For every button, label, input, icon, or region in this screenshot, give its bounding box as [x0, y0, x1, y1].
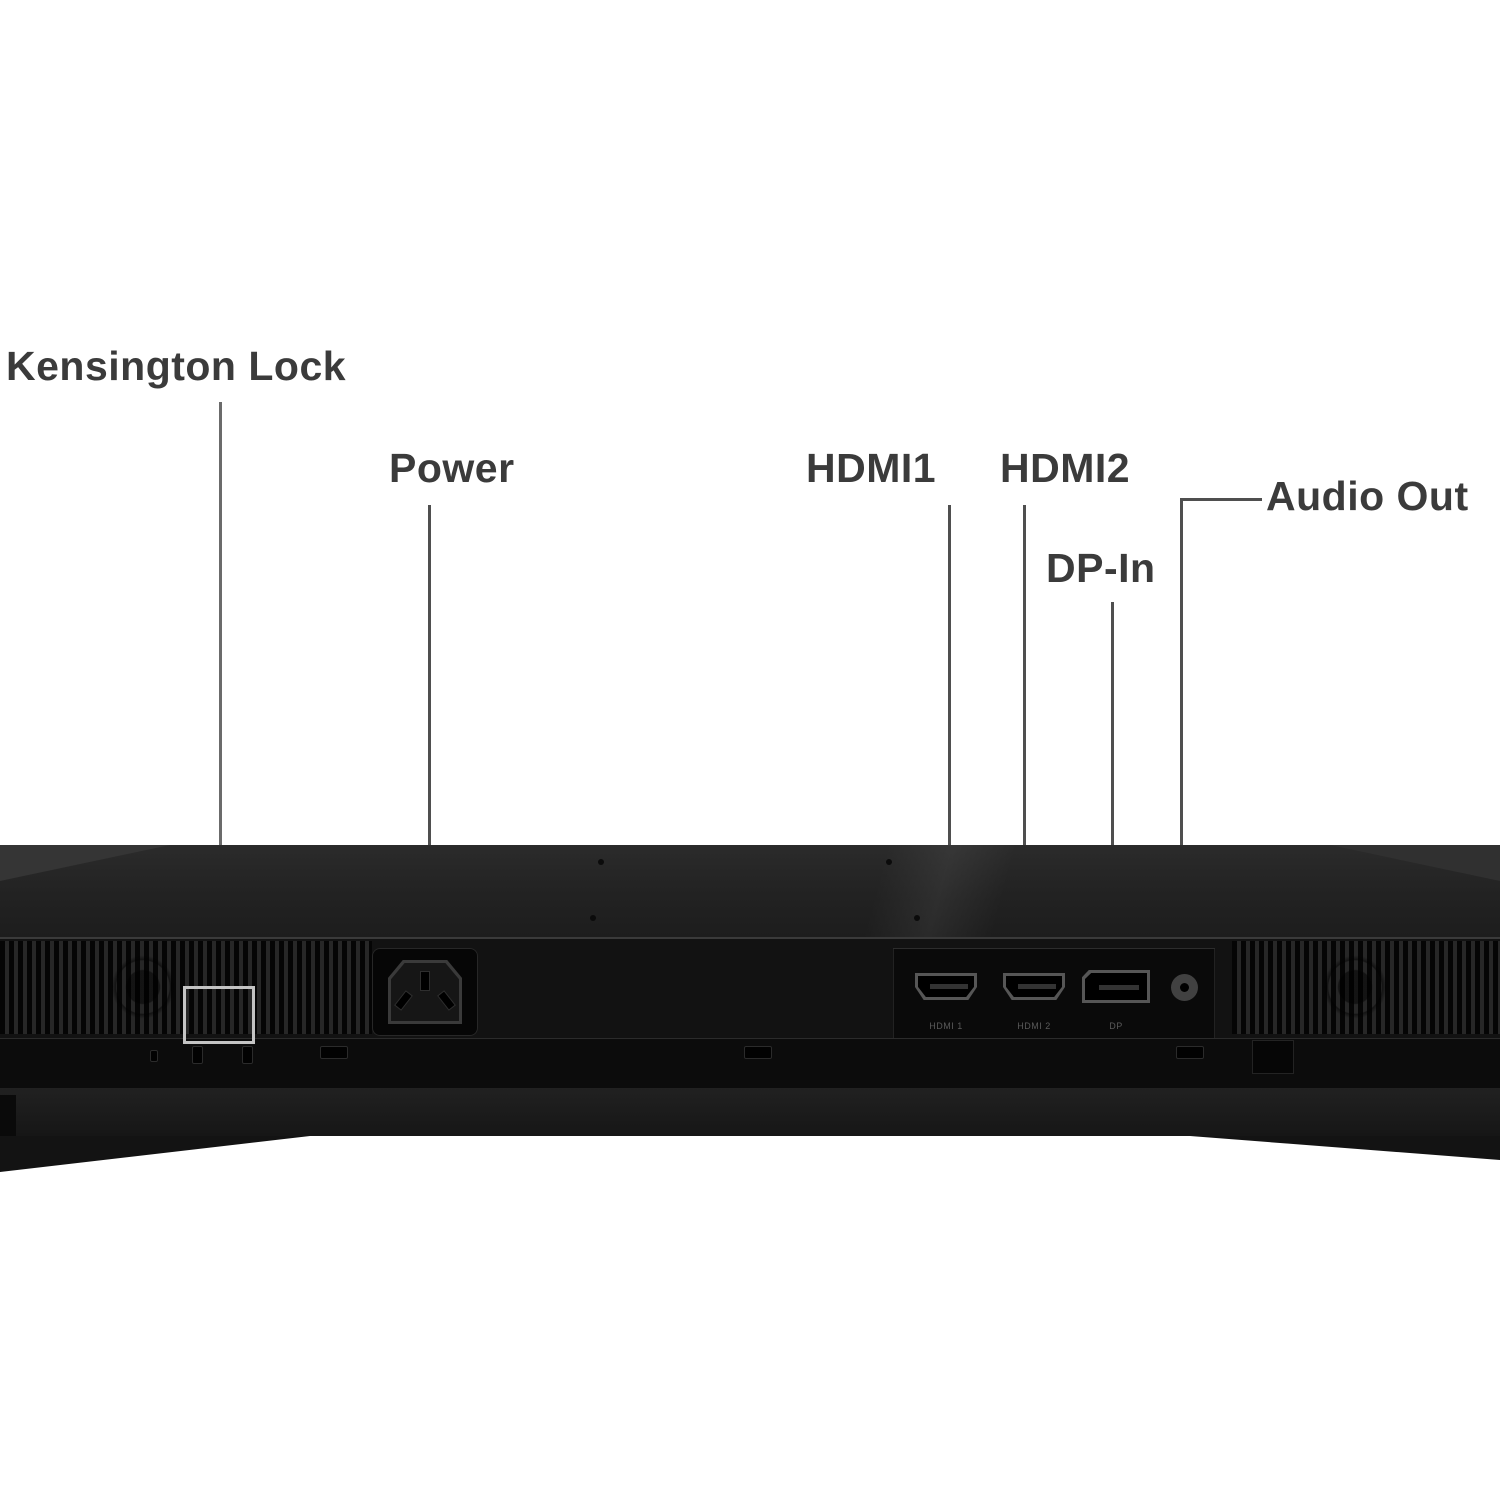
leader-line-kensington-lock: [219, 402, 222, 990]
monitor-rear-top-panel: [0, 845, 1500, 937]
bottom-shadow-left: [0, 1136, 310, 1172]
vent-slot: [1176, 1046, 1204, 1059]
hdmi2-port-tongue: [1018, 984, 1056, 989]
displayport-port: [1082, 970, 1150, 1003]
power-inlet: [388, 960, 462, 1024]
kensington-lock-slot-1: [192, 1046, 203, 1064]
bottom-shadow-right: [1190, 1136, 1500, 1160]
kensington-screw-hole: [150, 1050, 158, 1062]
hdmi1-port-tongue: [930, 984, 968, 989]
hdmi1-port: [915, 973, 977, 1000]
screw-hole: [598, 859, 604, 865]
speaker-right: [1312, 944, 1398, 1030]
label-hdmi1: HDMI1: [806, 445, 937, 491]
displayport-tongue: [1099, 985, 1139, 990]
label-hdmi2: HDMI2: [1000, 445, 1131, 491]
leader-line-hdmi1: [948, 505, 951, 940]
leader-line-dp-in: [1111, 602, 1114, 940]
stand-release-block: [1252, 1040, 1294, 1074]
kensington-lock-highlight-outline: [183, 986, 255, 1044]
panel-sheen-middle: [790, 845, 1090, 937]
label-audio-out: Audio Out: [1266, 473, 1469, 519]
audio-out-jack-hole: [1180, 983, 1189, 992]
hdmi2-port: [1003, 973, 1065, 1000]
port-caption-dp: DP: [1109, 1021, 1123, 1031]
hdmi2-port-opening: [1006, 976, 1062, 997]
screw-hole: [886, 859, 892, 865]
screw-hole: [590, 915, 596, 921]
audio-out-jack: [1171, 974, 1198, 1001]
port-caption-hdmi1: HDMI 1: [929, 1021, 963, 1031]
leader-line-audio-out-horizontal: [1180, 498, 1262, 501]
monitor-bottom-chin: [0, 1088, 1500, 1136]
label-power: Power: [389, 445, 515, 491]
power-pin-ground: [421, 972, 429, 990]
leader-line-power: [428, 505, 431, 940]
leader-line-audio-out-vertical: [1180, 498, 1183, 940]
displayport-opening: [1085, 973, 1147, 1000]
screw-hole: [914, 915, 920, 921]
label-kensington-lock: Kensington Lock: [6, 343, 347, 389]
label-dp-in: DP-In: [1046, 545, 1156, 591]
vent-slot: [744, 1046, 772, 1059]
port-caption-hdmi2: HDMI 2: [1017, 1021, 1051, 1031]
speaker-left: [100, 944, 186, 1030]
vent-slot: [320, 1046, 348, 1059]
leader-line-hdmi2: [1023, 505, 1026, 940]
hdmi1-port-opening: [918, 976, 974, 997]
kensington-lock-slot-2: [242, 1046, 253, 1064]
